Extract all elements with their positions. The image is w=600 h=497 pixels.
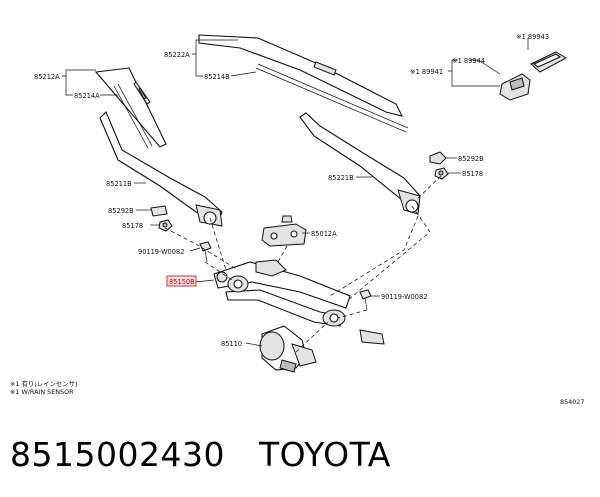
left-nut xyxy=(158,219,173,232)
assembly-lines xyxy=(164,175,442,353)
right-nut xyxy=(434,167,449,180)
right-wiper-blade xyxy=(198,34,409,133)
left-wiper-arm xyxy=(99,111,223,227)
part-labels: 85212A 85214A 85211B 85292B 85178 85222A… xyxy=(34,32,549,348)
label-85012A: 85012A xyxy=(311,229,337,238)
label-85178-left: 85178 xyxy=(122,221,143,230)
parts-diagram: 85212A 85214A 85211B 85292B 85178 85222A… xyxy=(34,32,568,373)
right-wiper-arm xyxy=(299,112,421,215)
part-number: 8515002430 xyxy=(10,434,225,474)
figure-code: 854027 xyxy=(560,398,585,406)
label-90119-W0082-left: 90119-W0082 xyxy=(138,248,184,256)
label-85292B-right: 85292B xyxy=(458,154,484,163)
label-85212A: 85212A xyxy=(34,72,60,81)
left-wiper-blade xyxy=(94,67,167,149)
left-bolt xyxy=(199,241,212,263)
bracket xyxy=(261,215,307,247)
label-89943: ※1 89943 xyxy=(516,32,549,41)
label-85292B-left: 85292B xyxy=(108,206,134,215)
label-85221B: 85221B xyxy=(328,173,354,182)
label-89941: ※1 89941 xyxy=(410,67,443,76)
label-89944: ※1 89944 xyxy=(452,56,485,65)
link-assembly xyxy=(213,259,385,345)
label-85110: 85110 xyxy=(221,339,242,348)
label-85150B: 85150B xyxy=(169,277,195,286)
right-bolt xyxy=(359,289,372,311)
caption-bar: 8515002430 TOYOTA xyxy=(10,430,391,478)
highlight-85150B xyxy=(166,275,197,287)
footnote-en: ※1 W/RAIN SENSOR xyxy=(10,388,74,396)
footnote-jp: ※1 有り(レインセンサ) xyxy=(10,380,78,388)
left-arm-cap xyxy=(150,205,168,217)
label-85214A: 85214A xyxy=(74,91,100,100)
label-85178-right: 85178 xyxy=(462,169,483,178)
leader-lines xyxy=(62,38,529,347)
label-90119-W0082-right: 90119-W0082 xyxy=(381,293,427,301)
brand-name: TOYOTA xyxy=(258,434,391,474)
label-85222A: 85222A xyxy=(164,50,190,59)
label-85214B: 85214B xyxy=(204,72,230,81)
rain-sensor-parts xyxy=(499,51,568,101)
label-85211B: 85211B xyxy=(106,179,132,188)
wiper-motor xyxy=(259,325,317,373)
right-arm-cap xyxy=(429,151,447,165)
footnotes: ※1 有り(レインセンサ) ※1 W/RAIN SENSOR xyxy=(10,380,78,396)
